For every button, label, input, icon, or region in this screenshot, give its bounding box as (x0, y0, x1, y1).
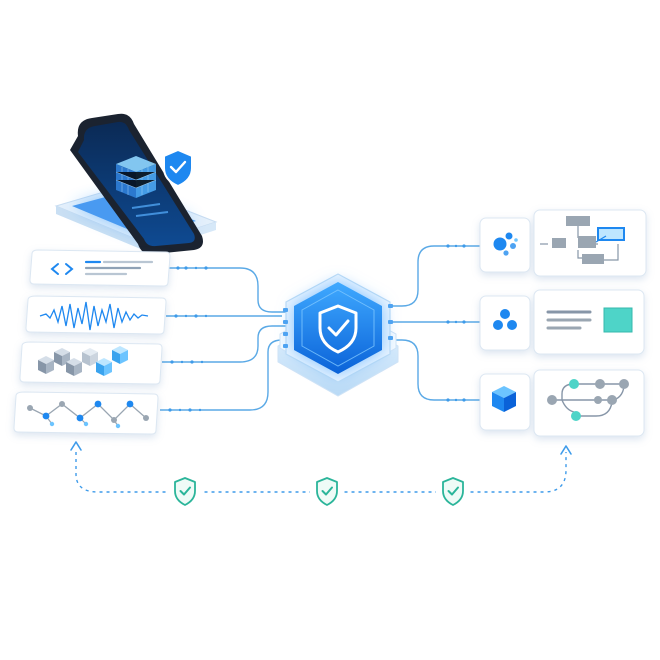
document-panel (533, 289, 645, 355)
code-card (29, 249, 171, 287)
arrow-up-right-icon (560, 445, 572, 455)
network-graph-icon (27, 400, 149, 429)
connector-right-3 (388, 339, 480, 401)
cube-stack-icon (38, 346, 128, 376)
left-input-cards (13, 249, 171, 435)
cubes-card (19, 341, 163, 385)
smartphone-icon (54, 113, 218, 255)
shield-check-green-icon (316, 477, 338, 506)
output-row-flowchart (479, 209, 647, 277)
code-brackets-icon (50, 263, 74, 275)
cube-hologram (115, 156, 157, 198)
connector-code (168, 267, 290, 313)
node-graph-graphic (547, 379, 629, 421)
document-graphic (546, 307, 633, 333)
audio-waveform-icon (39, 301, 149, 331)
shield-check-icon (318, 304, 358, 354)
three-dots-icon (493, 309, 517, 330)
shield-badge-icon (163, 148, 193, 188)
arrow-up-left-icon (70, 441, 82, 451)
connector-right-1 (388, 245, 480, 307)
feedback-loop-path (75, 452, 567, 493)
output-row-node-graph (479, 369, 645, 437)
flowchart-graphic (540, 216, 625, 264)
right-output-rows (479, 209, 647, 437)
output-row-document (479, 289, 645, 355)
shield-check-green-icon (174, 477, 196, 506)
feedback-loop (70, 441, 572, 508)
box-icon (492, 386, 516, 412)
node-graph-panel (533, 369, 645, 437)
connector-graph (160, 339, 290, 411)
three-dots-icon-tile (479, 295, 531, 351)
connector-cubes (162, 325, 290, 363)
shield-check-green-icon (442, 477, 464, 506)
line-dot-accents (168, 244, 466, 412)
central-security-hub (277, 273, 399, 397)
graph-card (13, 391, 159, 435)
bubbles-icon (493, 232, 518, 256)
audio-card (25, 295, 167, 335)
